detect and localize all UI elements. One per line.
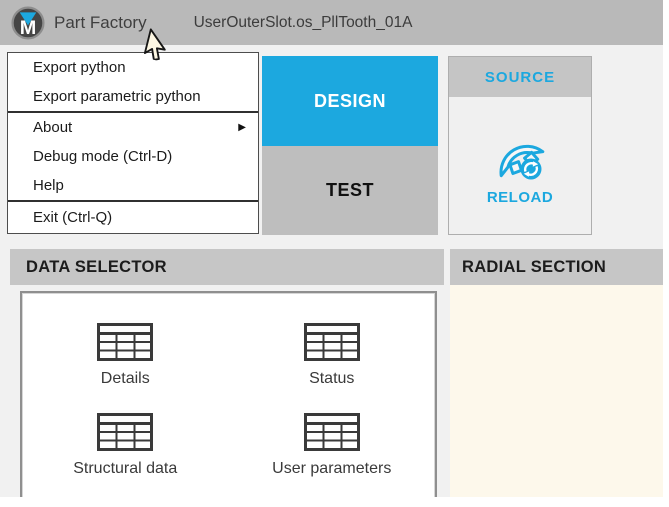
- titlebar: M Part Factory UserOuterSlot.os_PllTooth…: [0, 0, 663, 45]
- reload-gear-icon: [499, 144, 545, 180]
- app-dropdown-menu: Export python Export parametric python A…: [7, 52, 259, 234]
- data-selector-item-label: Structural data: [73, 460, 178, 477]
- menu-separator: [8, 111, 258, 113]
- table-icon: [303, 323, 360, 361]
- tab-test[interactable]: TEST: [262, 146, 438, 235]
- data-selector-item-user-parameters[interactable]: User parameters: [272, 413, 391, 481]
- data-selector-panel: Details Status Structural data: [20, 291, 437, 497]
- menu-item-help[interactable]: Help: [33, 177, 64, 194]
- radial-section-header: RADIAL SECTION: [450, 249, 663, 285]
- data-selector-item-details[interactable]: Details: [97, 323, 154, 391]
- table-icon: [97, 413, 154, 451]
- data-selector-header: DATA SELECTOR: [10, 249, 444, 285]
- refresh-icon: [520, 158, 542, 180]
- table-icon: [303, 413, 360, 451]
- menu-item-debug-mode[interactable]: Debug mode (Ctrl-D): [33, 148, 173, 165]
- svg-text:M: M: [20, 16, 37, 38]
- data-selector-item-structural-data[interactable]: Structural data: [73, 413, 177, 481]
- source-panel: SOURCE RELOAD: [448, 56, 592, 235]
- data-selector-item-label: Details: [100, 370, 150, 387]
- source-panel-title: SOURCE: [449, 57, 591, 97]
- app-menu-button[interactable]: Part Factory: [54, 12, 147, 32]
- radial-section-canvas: [450, 285, 663, 497]
- menu-item-export-python[interactable]: Export python: [33, 59, 126, 76]
- reload-label: RELOAD: [486, 189, 554, 206]
- table-icon: [97, 323, 154, 361]
- document-title: UserOuterSlot.os_PllTooth_01A: [193, 13, 413, 31]
- data-selector-item-status[interactable]: Status: [303, 323, 360, 391]
- reload-button[interactable]: RELOAD: [449, 97, 591, 234]
- submenu-arrow-icon: ▶: [238, 122, 246, 133]
- tab-design[interactable]: DESIGN: [262, 56, 438, 146]
- data-selector-item-label: User parameters: [272, 460, 392, 477]
- part-factory-logo-icon[interactable]: M: [11, 5, 45, 40]
- menu-separator: [8, 200, 258, 202]
- app-window: M Part Factory UserOuterSlot.os_PllTooth…: [0, 0, 663, 497]
- menu-item-about[interactable]: About ▶: [33, 119, 246, 136]
- cursor-icon: [143, 28, 166, 61]
- menu-item-exit[interactable]: Exit (Ctrl-Q): [33, 209, 113, 226]
- menu-item-export-parametric-python[interactable]: Export parametric python: [33, 88, 201, 105]
- data-selector-item-label: Status: [309, 370, 355, 387]
